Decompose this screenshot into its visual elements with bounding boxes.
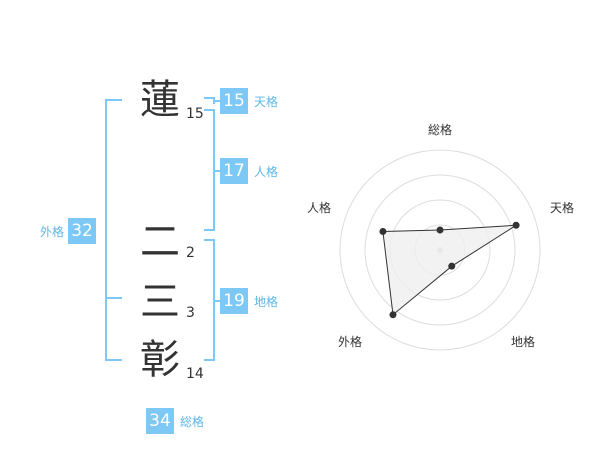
radar-axis-label-chikaku: 地格 xyxy=(511,335,536,349)
tenkaku-bracket xyxy=(204,97,215,104)
name-char-1: 蓮 xyxy=(140,77,180,123)
gaikaku-label: 外格 xyxy=(40,224,65,239)
radar-point-1 xyxy=(512,221,520,229)
jinkaku-label: 人格 xyxy=(254,164,279,179)
chikaku-label: 地格 xyxy=(254,294,279,309)
gaikaku-value: 32 xyxy=(68,218,97,244)
radar-ring xyxy=(364,174,516,326)
radar-axis-label-gaikaku: 外格 xyxy=(338,335,363,349)
jinkaku-bracket xyxy=(204,109,215,231)
radar-point-4 xyxy=(379,227,387,235)
radar-point-2 xyxy=(448,262,456,270)
radar-point-0 xyxy=(436,226,444,234)
soukaku-value: 34 xyxy=(146,408,174,434)
name-char-2: 二 xyxy=(140,219,180,265)
soukaku-label: 総格 xyxy=(180,414,205,429)
radar-axis-label-tenkaku: 天格 xyxy=(550,201,575,215)
name-char-4: 彰 xyxy=(140,337,180,383)
stroke-count-2: 2 xyxy=(186,245,195,261)
tenkaku-value: 15 xyxy=(220,88,248,114)
chikaku-badge: 19 地格 xyxy=(220,288,278,314)
jinkaku-value: 17 xyxy=(220,158,248,184)
radar-point-3 xyxy=(389,311,397,319)
tenkaku-label: 天格 xyxy=(254,94,279,109)
radar-axis-label-soukaku: 総格 xyxy=(428,123,453,137)
stroke-count-1: 15 xyxy=(186,106,204,122)
gaikaku-bracket xyxy=(105,99,122,361)
stroke-count-3: 3 xyxy=(186,305,195,321)
soukaku-badge: 34 総格 xyxy=(146,408,204,434)
radar-ring xyxy=(339,149,541,351)
fortune-radar-chart xyxy=(339,149,541,351)
stroke-count-4: 14 xyxy=(186,366,204,382)
chikaku-bracket xyxy=(204,239,215,361)
jinkaku-badge: 17 人格 xyxy=(220,158,278,184)
radar-axis-label-jinkaku: 人格 xyxy=(307,201,332,215)
radar-series-polygon xyxy=(382,224,517,316)
name-char-3: 三 xyxy=(140,279,180,325)
gaikaku-badge: 外格 32 xyxy=(40,218,97,244)
chikaku-value: 19 xyxy=(220,288,248,314)
tenkaku-badge: 15 天格 xyxy=(220,88,278,114)
